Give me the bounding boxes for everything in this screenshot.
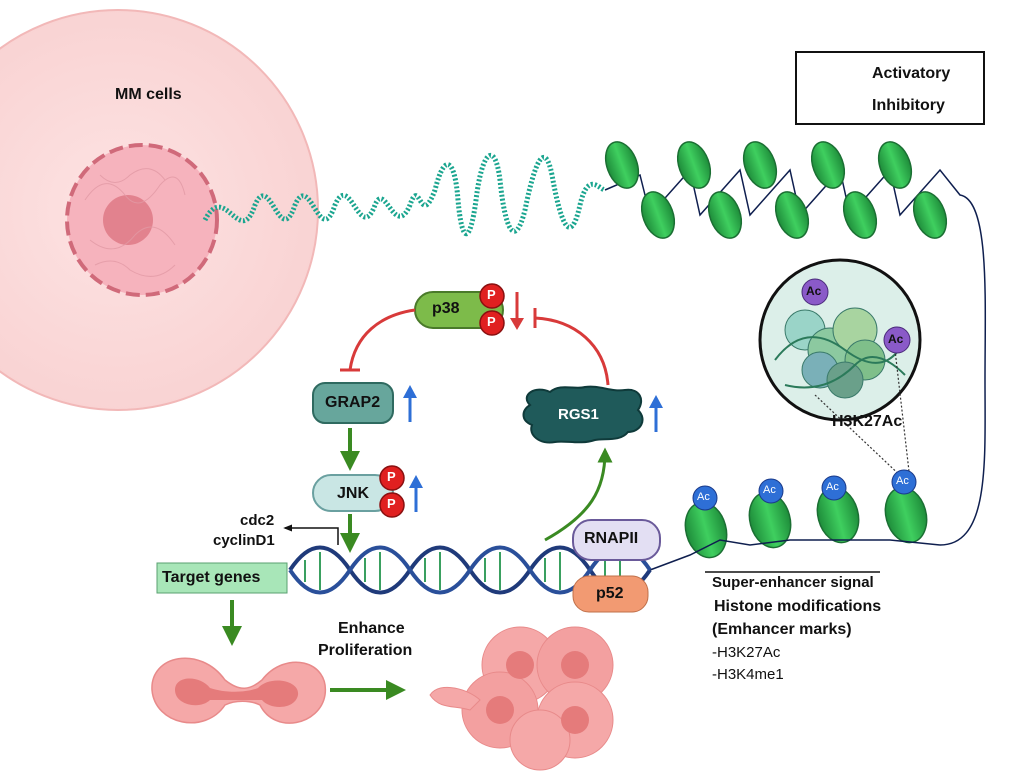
proliferating-cells	[429, 626, 614, 771]
inhibit-rgs1-p38	[534, 316, 610, 386]
legend: Activatory Inhibitory	[795, 51, 985, 125]
legend-inhibitory: Inhibitory	[797, 95, 983, 119]
p38-phospho-2-label: P	[487, 314, 496, 329]
chromatin-coil	[202, 153, 606, 237]
grap2-label: GRAP2	[325, 394, 381, 411]
rgs1-node	[522, 385, 644, 444]
rgs1-label: RGS1	[558, 406, 599, 423]
ac-label-3: Ac	[826, 481, 839, 493]
cdc2-label: cdc2	[240, 512, 275, 529]
p38-phospho-1-label: P	[487, 287, 496, 302]
legend-activatory: Activatory	[797, 63, 983, 87]
legend-inhibitory-label: Inhibitory	[872, 97, 945, 114]
se-signal-label: Super-enhancer signal	[712, 574, 874, 591]
ac-mark-zoom-1	[801, 278, 829, 306]
ac-mark-2	[758, 478, 784, 504]
p52-node	[572, 575, 649, 613]
ac-label-1: Ac	[697, 491, 710, 503]
activate-rnapii-rgs1	[544, 447, 613, 542]
p38-label: p38	[432, 300, 460, 317]
ac-mark-1	[692, 485, 718, 511]
top-nucleosomes	[604, 141, 948, 239]
inhibit-p38-grap2	[348, 308, 416, 371]
ac-label-zoom-1: Ac	[806, 284, 822, 298]
legend-activatory-label: Activatory	[872, 65, 951, 82]
bottom-nucleosomes	[684, 486, 928, 559]
mm-cell	[0, 9, 319, 411]
enhancer-marks-label: (Emhancer marks)	[712, 621, 852, 638]
enhance-label: Enhance	[338, 620, 405, 637]
cdc2-pointer	[283, 524, 339, 545]
ac-mark-zoom-2	[883, 326, 911, 354]
p52-label: p52	[596, 585, 624, 602]
ac-label-zoom-2: Ac	[888, 332, 904, 346]
ac-label-2: Ac	[763, 484, 776, 496]
h3k27ac-label: H3K27Ac	[832, 413, 903, 430]
jnk-phospho-1-label: P	[387, 469, 396, 484]
p38-phospho-1	[479, 283, 505, 309]
rnapii-label: RNAPII	[584, 530, 639, 547]
ac-mark-4	[891, 469, 917, 495]
target-genes-label: Target genes	[162, 569, 261, 586]
proliferation-label: Proliferation	[318, 642, 413, 659]
ac-label-4: Ac	[896, 475, 909, 487]
jnk-phospho-2-label: P	[387, 496, 396, 511]
jnk-phospho-1	[379, 465, 405, 491]
h3k27ac-zoom	[758, 258, 922, 422]
p38-phospho-2	[479, 310, 505, 336]
dna-helix	[288, 545, 652, 595]
rnapii-node	[572, 519, 661, 561]
target-genes-box	[156, 562, 288, 594]
mark-h3k27ac-label: -H3K27Ac	[712, 644, 781, 661]
ac-mark-3	[821, 475, 847, 501]
jnk-label: JNK	[337, 485, 370, 502]
mark-h3k4me1-label: -H3K4me1	[712, 666, 784, 683]
dividing-cell	[151, 657, 326, 724]
jnk-phospho-2	[379, 492, 405, 518]
cyclind1-label: cyclinD1	[213, 532, 275, 549]
histone-mod-label: Histone modifications	[714, 598, 882, 615]
mm-cells-label: MM cells	[115, 86, 182, 103]
grap2-node	[312, 382, 394, 424]
